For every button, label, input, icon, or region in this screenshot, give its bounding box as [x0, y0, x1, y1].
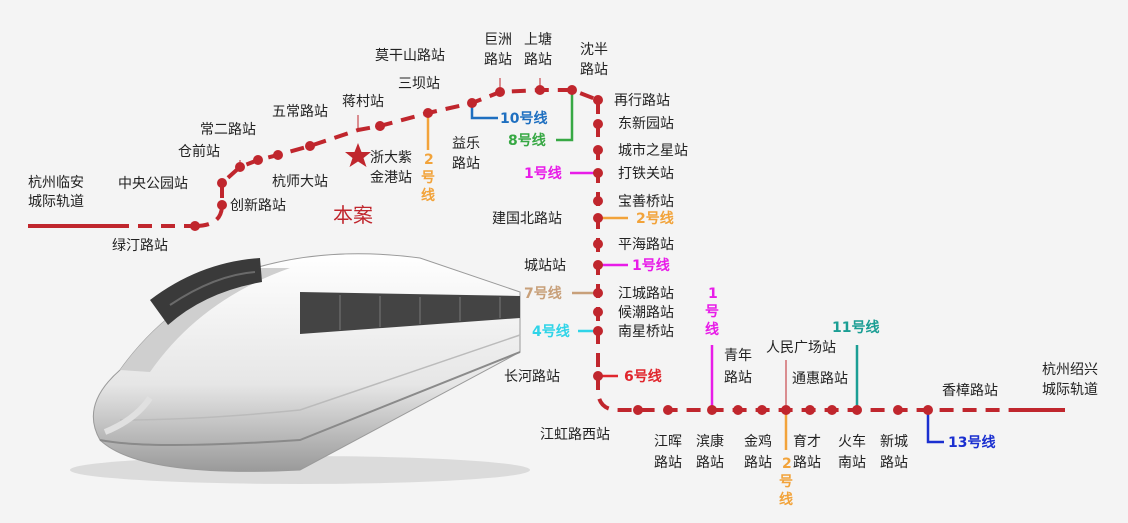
station-label: 人民广场站	[766, 340, 836, 356]
station-label: 通惠路站	[792, 371, 848, 387]
station-label: 路站	[580, 62, 608, 78]
line2-label: 2号线	[636, 210, 674, 227]
line1-label: 线	[705, 321, 719, 338]
station-label: 巨洲	[484, 32, 512, 48]
station-label: 香樟路站	[942, 382, 998, 399]
station-label: 东新园站	[618, 116, 674, 132]
line8-label: 8号线	[508, 132, 546, 149]
station-label: 南星桥站	[618, 324, 674, 340]
station-label: 三坝站	[398, 76, 440, 92]
line6-label: 6号线	[624, 368, 662, 385]
line4-label: 4号线	[532, 323, 570, 340]
station-label: 路站	[793, 455, 821, 471]
station-label: 路站	[524, 52, 552, 68]
station-label: 再行路站	[614, 93, 670, 109]
west-endpoint-line1: 杭州临安	[28, 175, 84, 191]
station-label: 宝善桥站	[618, 194, 674, 210]
station-label: 青年	[724, 348, 752, 364]
station-label: 江虹路西站	[540, 427, 610, 443]
station-label: 仓前站	[178, 143, 220, 160]
station-dots	[190, 85, 933, 415]
project-label: 本案	[333, 203, 373, 227]
station-label: 上塘	[524, 32, 552, 48]
station-label: 江城路站	[618, 286, 674, 302]
station-label: 益乐	[452, 136, 480, 152]
station-label: 路站	[724, 370, 752, 386]
station-label: 育才	[793, 434, 821, 450]
line2-label: 号	[779, 474, 793, 490]
east-endpoint-line1: 杭州绍兴	[1042, 362, 1098, 378]
station-label: 浙大紫	[370, 150, 412, 166]
station-label: 绿汀路站	[112, 238, 168, 254]
station-label: 建国北路站	[492, 211, 562, 227]
line2-label: 线	[779, 491, 793, 508]
station-label: 莫干山路站	[375, 48, 445, 64]
station-label: 新城	[880, 434, 908, 450]
station-label: 路站	[880, 455, 908, 471]
station-label: 长河路站	[504, 369, 560, 385]
line2-label: 2	[424, 152, 434, 168]
station-label: 五常路站	[272, 104, 328, 120]
line2-label: 号	[421, 170, 435, 186]
station-label: 火车	[838, 433, 866, 450]
main-line	[28, 88, 1065, 412]
station-label: 中央公园站	[118, 176, 188, 192]
station-label: 路站	[484, 52, 512, 68]
project-star-icon	[345, 143, 371, 167]
station-label: 路站	[654, 455, 682, 471]
station-label: 杭师大站	[272, 174, 328, 190]
line2-label: 线	[421, 187, 435, 204]
station-label: 金港站	[370, 170, 412, 186]
station-label: 江晖	[654, 434, 682, 450]
station-label: 滨康	[696, 433, 724, 450]
station-label: 候潮路站	[618, 305, 674, 321]
line1-label: 号	[705, 304, 719, 320]
station-label: 城市之星站	[618, 142, 688, 159]
station-label: 打铁关站	[618, 165, 674, 182]
line1-label: 1	[708, 286, 718, 302]
line1-label: 1号线	[524, 165, 562, 182]
station-label: 沈半	[580, 42, 608, 58]
train-illustration	[70, 253, 530, 484]
line7-label: 7号线	[524, 285, 562, 302]
station-label: 路站	[696, 455, 724, 471]
station-label: 路站	[452, 156, 480, 172]
line10-label: 10号线	[500, 110, 547, 127]
station-label: 金鸡	[744, 433, 772, 450]
line11-label: 11号线	[832, 319, 879, 336]
transfer-stubs	[239, 78, 944, 450]
station-label: 平海路站	[618, 237, 674, 253]
station-label: 常二路站	[200, 122, 256, 138]
west-endpoint-line2: 城际轨道	[28, 194, 84, 210]
line1-label: 1号线	[632, 257, 670, 274]
station-label: 城站站	[524, 258, 566, 274]
station-label: 蒋村站	[342, 94, 384, 110]
east-endpoint-line2: 城际轨道	[1042, 382, 1098, 398]
line2-label: 2	[782, 456, 792, 472]
station-label: 南站	[838, 455, 866, 471]
station-label: 创新路站	[230, 198, 286, 214]
station-label: 路站	[744, 455, 772, 471]
line13-label: 13号线	[948, 434, 995, 451]
